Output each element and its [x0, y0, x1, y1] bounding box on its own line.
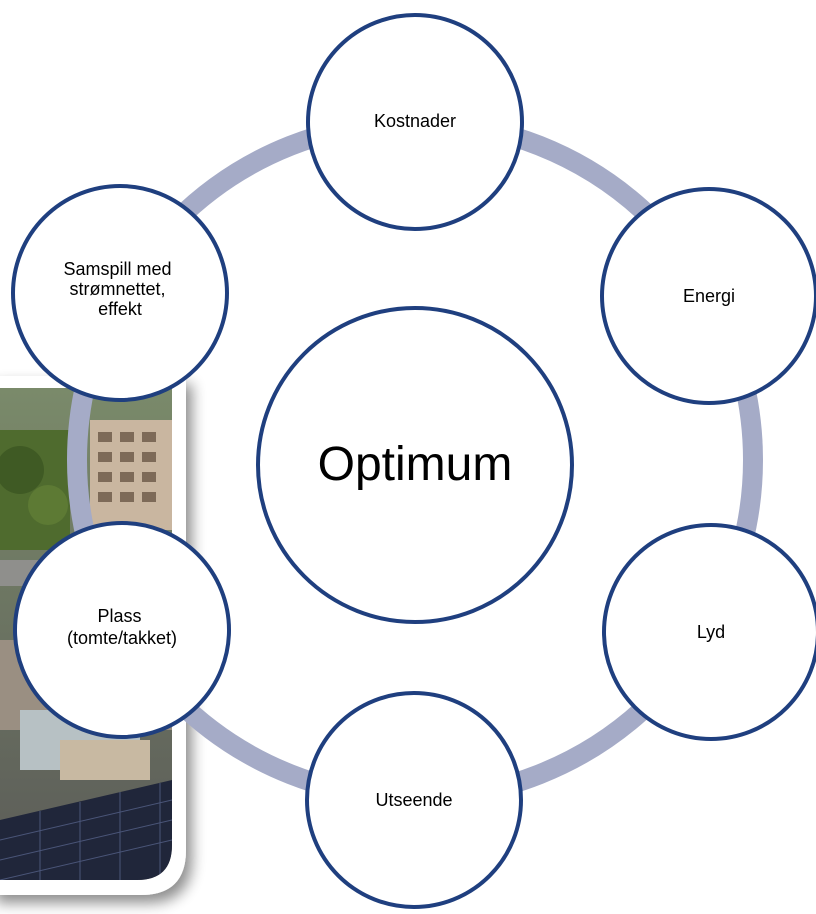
svg-text:Utseende: Utseende [375, 790, 452, 810]
center-node: Optimum [256, 306, 574, 624]
node-label: effekt [98, 299, 142, 319]
node-plass: Plass (tomte/takket) [13, 521, 231, 739]
svg-text:Plass (tomte/takket): Plass (tomte/takket) [67, 606, 177, 648]
node-label: strømnettet, [69, 279, 165, 299]
svg-text:Samspill med strømnettet: Samspill med strømnettet, effekt [63, 259, 176, 319]
svg-text:Lyd: Lyd [697, 622, 725, 642]
node-label: Utseende [375, 790, 452, 810]
node-label: Energi [683, 286, 735, 306]
svg-text:Kostnader: Kostnader [374, 111, 456, 131]
node-label: (tomte/takket) [67, 628, 177, 648]
node-lyd: Lyd [602, 523, 816, 741]
node-label: Samspill med [63, 259, 171, 279]
node-label: Kostnader [374, 111, 456, 131]
node-label: Lyd [697, 622, 725, 642]
node-utseende: Utseende [305, 691, 523, 909]
center-label: Optimum [318, 438, 513, 491]
node-samspill: Samspill med strømnettet, effekt [11, 184, 229, 402]
center-circle [256, 306, 574, 624]
node-energi: Energi [600, 187, 816, 405]
node-kostnader: Kostnader [306, 13, 524, 231]
node-label: Plass [97, 606, 141, 626]
svg-text:Energi: Energi [683, 286, 735, 306]
